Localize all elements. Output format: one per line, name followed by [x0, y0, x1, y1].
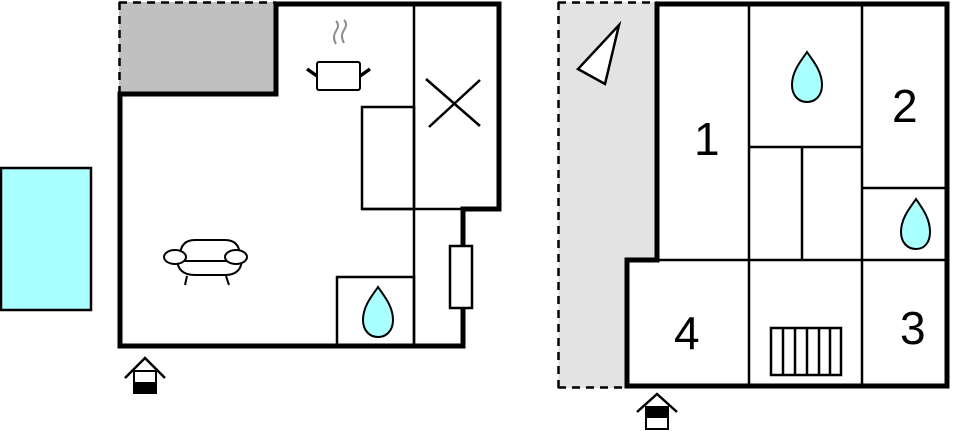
kitchen-counter	[360, 105, 416, 211]
pool	[0, 166, 93, 312]
terrace-dark	[118, 1, 276, 94]
room-2-label: 2	[892, 80, 918, 132]
ground-floor-plan	[0, 1, 502, 394]
entrance-icon	[636, 392, 678, 430]
appliance-x-icon	[425, 78, 481, 128]
room-1-label: 1	[694, 113, 720, 165]
upper-floor-inner-walls	[627, 4, 947, 386]
compass-triangle-icon	[575, 20, 622, 86]
room-3-label: 3	[900, 302, 926, 354]
cooking-pot-icon	[305, 19, 372, 91]
water-drop-icon	[361, 285, 395, 339]
water-drop-icon	[899, 197, 932, 251]
window	[448, 244, 474, 310]
ground-floor-outer-wall	[117, 1, 502, 349]
entrance-icon	[124, 356, 166, 394]
bathroom	[335, 275, 416, 348]
stairs-icon	[769, 326, 843, 377]
water-drop-icon	[790, 50, 824, 104]
sofa-icon	[163, 239, 248, 286]
room-4-label: 4	[674, 307, 700, 359]
ground-floor-inner-walls	[335, 4, 461, 348]
upper-floor-plan: 1 2 3 4	[557, 1, 950, 430]
